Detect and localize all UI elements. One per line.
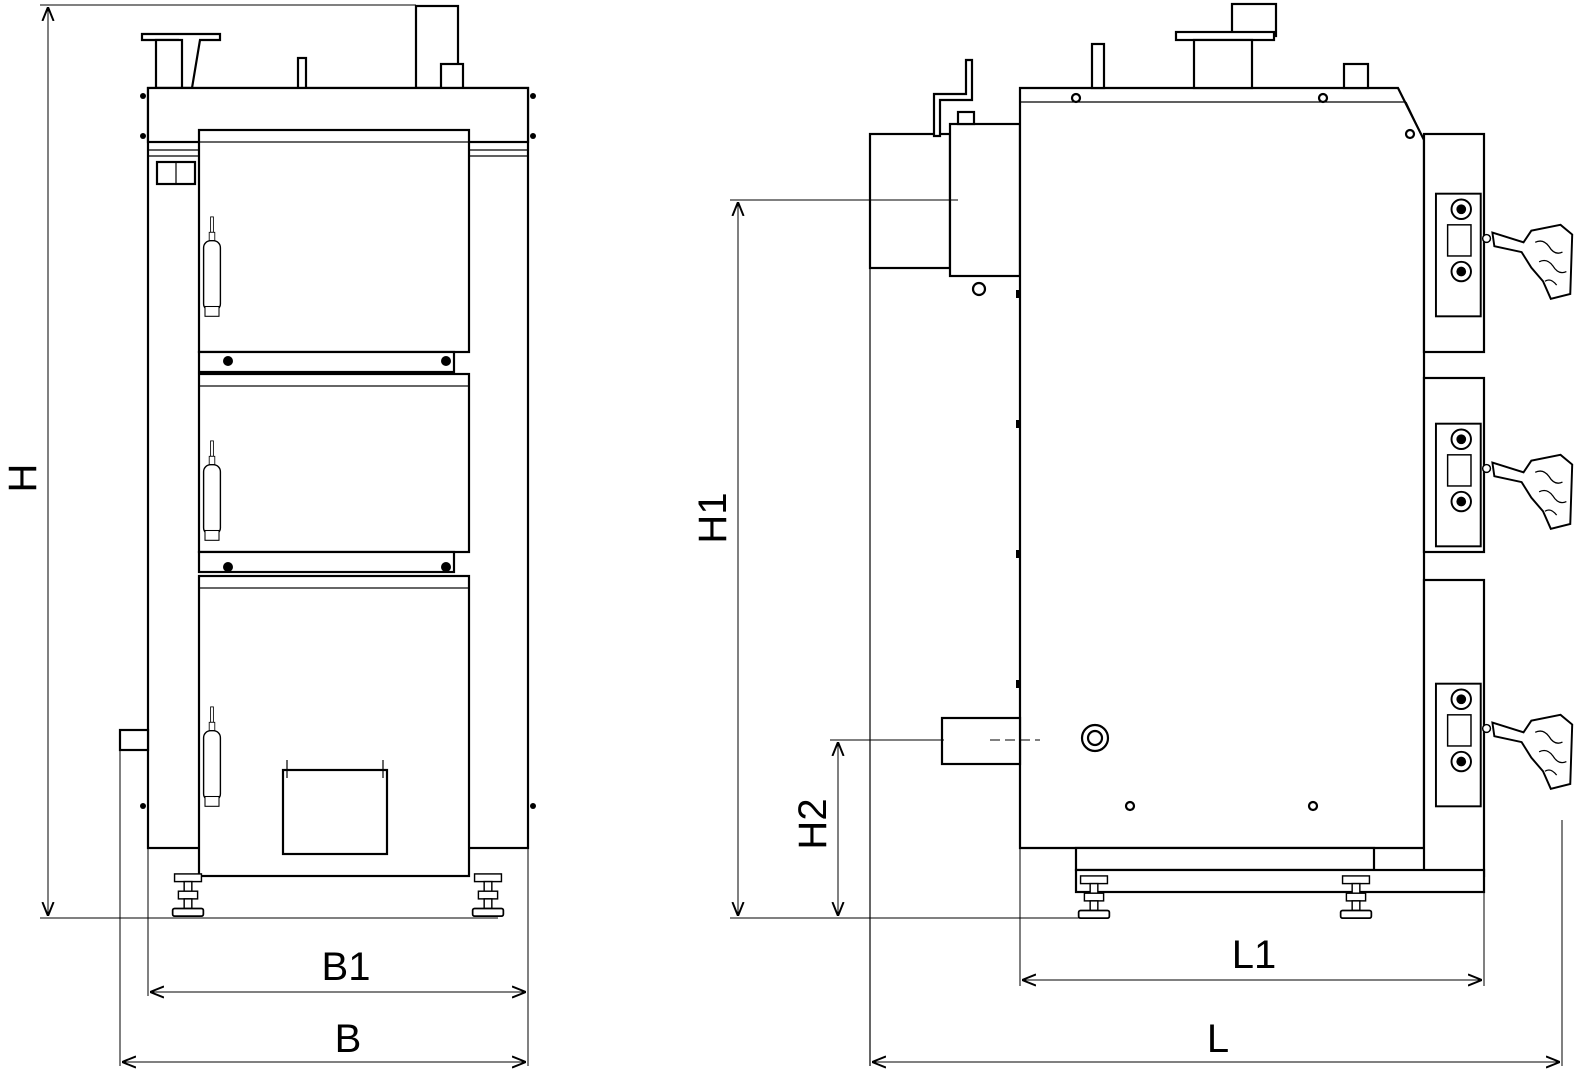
draft-regulator-pipe [932,58,974,138]
dimension-label-b: B [335,1017,362,1061]
rear-flue-box [868,132,952,270]
flue-collar [948,122,1022,278]
top-pipe [1342,62,1370,90]
dimension-label-h1: H1 [691,492,735,543]
door-hinge-handle-icon[interactable] [1434,682,1574,808]
door-hinge-handle-icon[interactable] [1434,422,1574,548]
dimension-label-b1: B1 [322,945,371,989]
body-rivets [140,93,536,809]
air-damper-flap[interactable] [281,768,389,856]
dimension-label-h2: H2 [791,798,835,849]
side-dimensions [730,199,1563,1066]
return-pipe-small [439,62,465,92]
door-hinge-handle-icon[interactable] [1434,192,1574,318]
hopper-neck [154,38,184,90]
side-view [868,2,1574,1066]
adjustable-foot-icon [471,873,505,918]
top-flue-pipe [1230,2,1278,38]
dimension-label-l1: L1 [1232,933,1277,977]
adjustable-foot-icon [171,873,205,918]
front-view [118,4,536,918]
upper-loading-door[interactable] [197,128,471,354]
supply-stub [296,56,308,92]
adjustable-foot-icon [1339,875,1373,920]
dimension-label-h: H [1,464,45,493]
front-dimensions [40,4,529,1066]
base-frame [1074,868,1486,894]
return-inlet-pipe [940,716,1022,766]
ash-drawer [1074,846,1376,872]
top-pipe [1090,42,1106,90]
dimension-label-l: L [1207,1017,1229,1061]
adjustable-foot-icon [1077,875,1111,920]
side-body [1018,86,1426,850]
middle-door[interactable] [197,372,471,554]
drain-pipe [118,728,150,752]
